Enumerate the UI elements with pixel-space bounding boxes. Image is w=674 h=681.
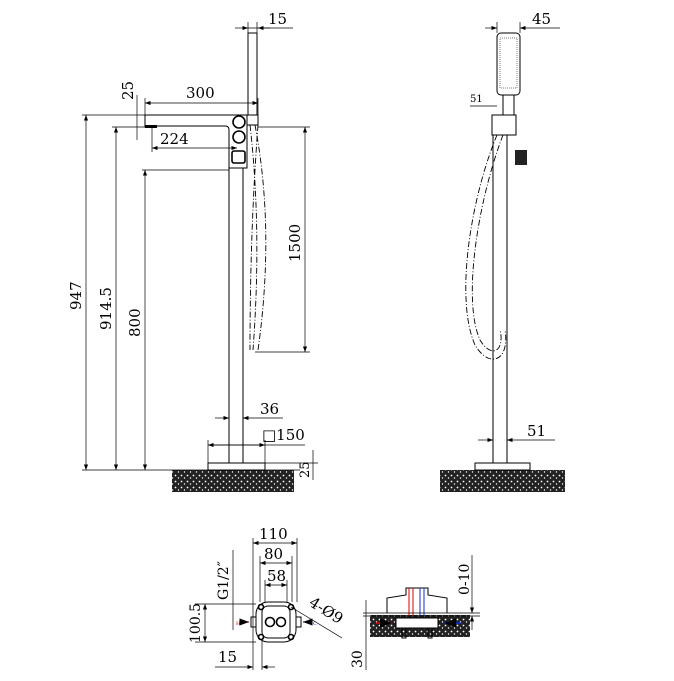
hose — [254, 124, 267, 351]
floor-hatch — [440, 470, 565, 492]
pole — [492, 134, 508, 464]
dim-hose-length: 1500 — [286, 224, 304, 262]
holder — [246, 114, 259, 126]
dim-adjust: 0-10 — [457, 564, 473, 595]
dim-handshower-width: 15 — [268, 10, 287, 28]
cold-label: C — [313, 621, 317, 627]
dim-spout-reach: 300 — [186, 84, 215, 102]
side-view: 15 300 25 224 947 914.5 800 1500 36 □150… — [67, 10, 318, 492]
dim-pole-width: 51 — [527, 422, 546, 440]
floor-hatch — [172, 470, 294, 492]
hose — [249, 124, 258, 351]
dim-pole-diameter: 36 — [260, 400, 279, 418]
dim-spout-thickness: 25 — [119, 81, 137, 100]
side-button — [515, 150, 527, 165]
dim-offset: 15 — [218, 648, 237, 666]
front-view: 45 51 51 — [440, 10, 565, 492]
mount-section: 0-10 30 — [350, 555, 480, 670]
diverter-button — [231, 150, 246, 164]
dim-outlet-reach: 224 — [160, 130, 189, 148]
dim-pole-height: 800 — [126, 308, 144, 337]
base-plate — [474, 462, 531, 471]
dim-width-outer: 110 — [259, 525, 288, 543]
spout-outlet — [145, 125, 157, 128]
base-plate — [207, 462, 266, 471]
dim-handshower-width: 45 — [532, 10, 551, 28]
dim-outlet-height: 914.5 — [97, 287, 115, 330]
holder — [491, 114, 517, 136]
dim-depth: 30 — [350, 650, 366, 668]
dim-total-height: 947 — [67, 281, 85, 310]
dim-width-inner: 58 — [267, 567, 286, 585]
hose — [465, 134, 507, 360]
dim-base-thickness: 25 — [298, 461, 313, 478]
mount-plan: H C 110 80 58 G1/2″ 100.5 15 4-Ø9 — [188, 525, 346, 670]
handle-knob — [232, 115, 246, 129]
hot-label: H — [236, 621, 241, 627]
dim-base-size: □150 — [262, 426, 305, 444]
dim-width-mid: 80 — [264, 545, 283, 563]
spout — [144, 114, 248, 169]
handshower — [496, 32, 521, 96]
pole — [228, 167, 244, 464]
handle-knob — [232, 130, 246, 144]
dim-thread: G1/2″ — [216, 561, 232, 600]
dim-holder: 51 — [470, 94, 483, 105]
dim-height: 100.5 — [188, 603, 204, 643]
